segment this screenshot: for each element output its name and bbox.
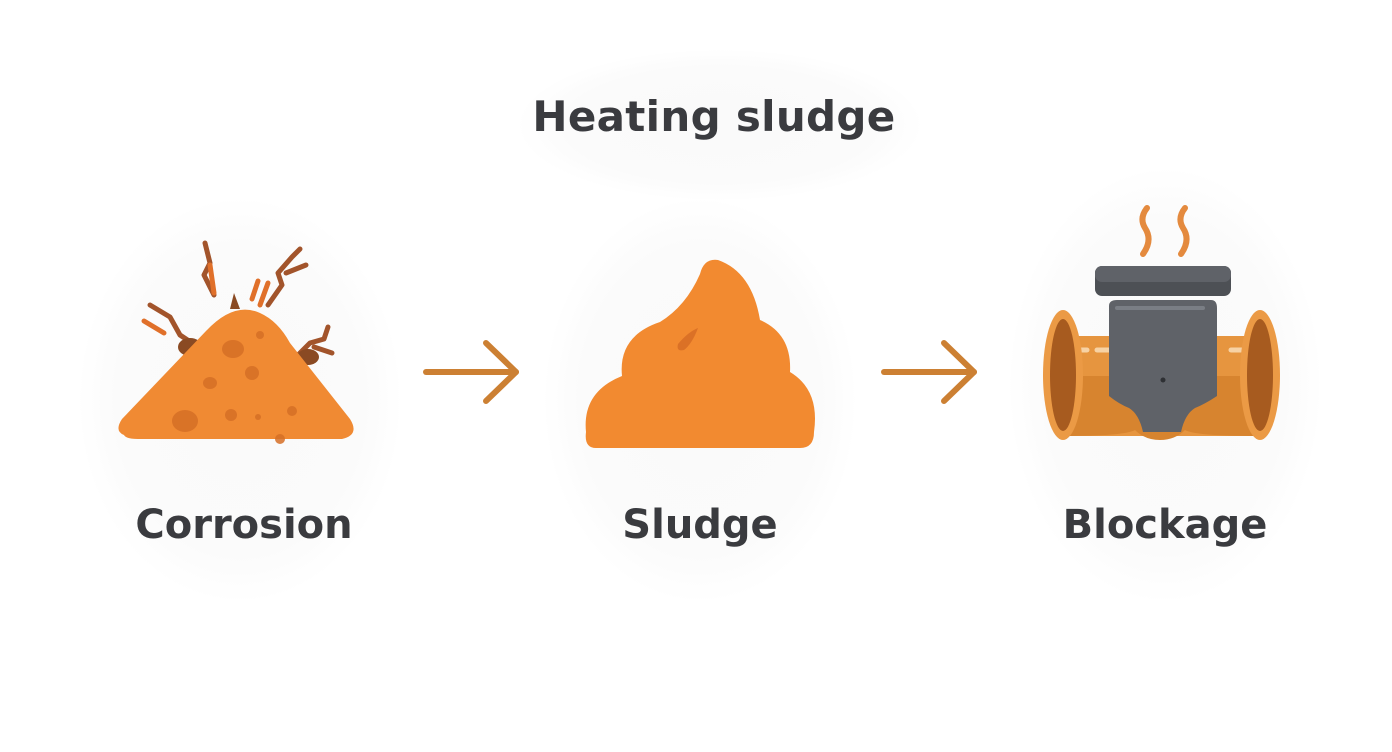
step-label-corrosion: Corrosion [135, 502, 353, 548]
diagram-title: Heating sludge [532, 92, 896, 141]
step-label-sludge: Sludge [622, 502, 778, 548]
arrow-right-icon [423, 340, 519, 404]
arrow-right-icon [881, 340, 977, 404]
blocked-pipe-icon [1043, 205, 1280, 440]
sludge-icon [585, 259, 815, 448]
step-label-blockage: Blockage [1062, 502, 1268, 548]
corrosion-pile-icon [118, 240, 354, 444]
title-halo [520, 50, 920, 200]
